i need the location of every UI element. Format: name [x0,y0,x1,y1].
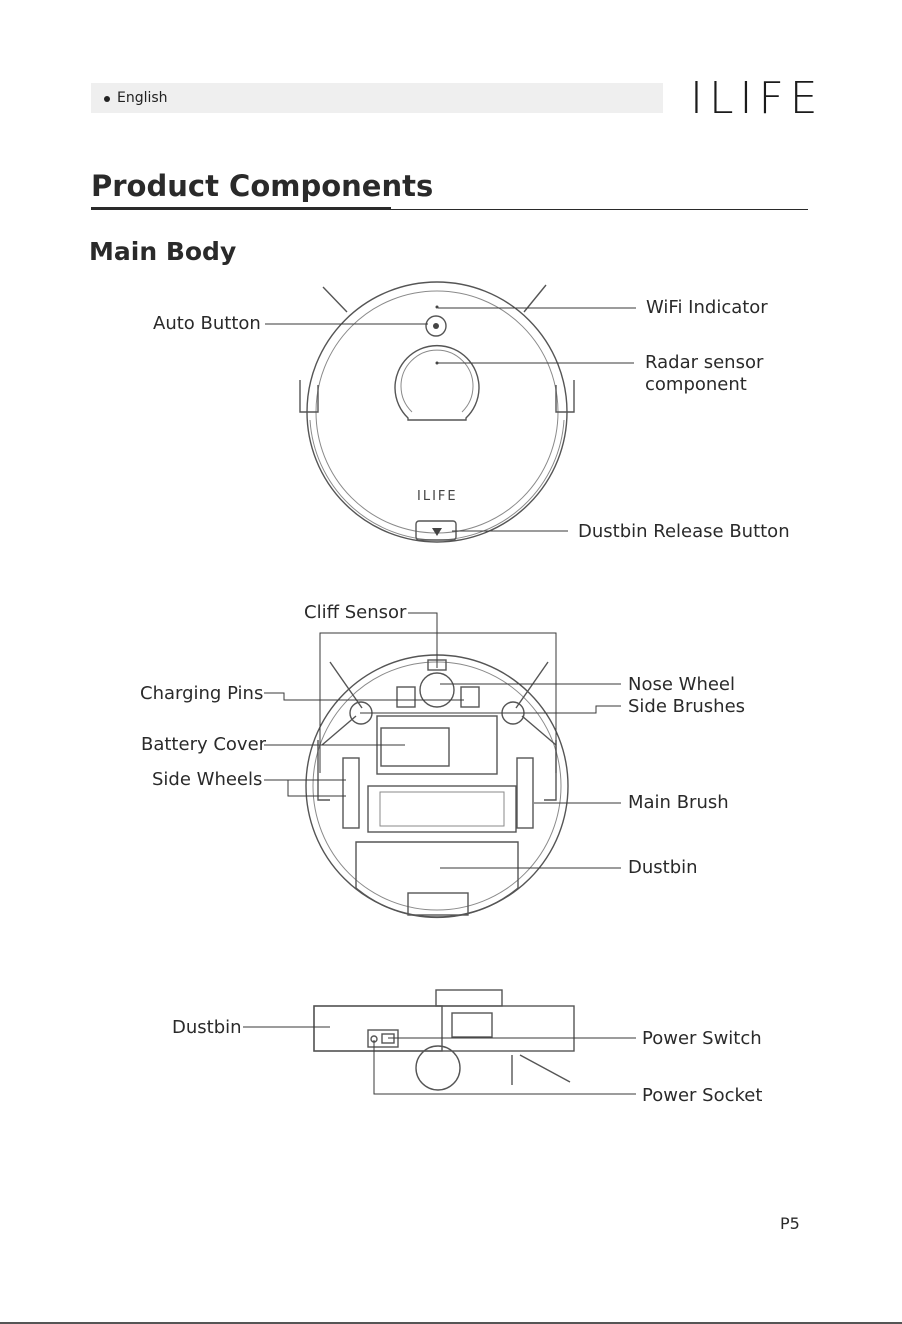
label-power-socket: Power Socket [642,1085,762,1107]
page-number: P5 [780,1214,800,1234]
radar-turret [436,990,502,1006]
side-body [314,1006,574,1051]
leader-power-socket [374,1040,636,1094]
label-power-switch: Power Switch [642,1028,762,1050]
side-dustbin [314,1006,442,1051]
side-bumper-window [452,1013,492,1037]
side-brush-bristle [520,1055,570,1082]
label-dustbin-side: Dustbin [172,1017,242,1039]
side-wheel [416,1046,460,1090]
